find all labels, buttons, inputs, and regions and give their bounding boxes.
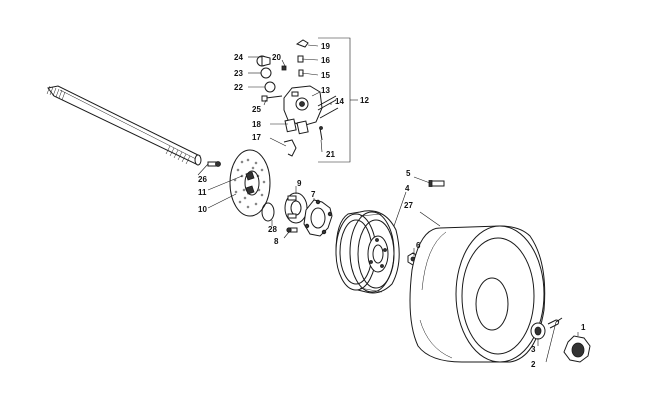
pin-21 bbox=[319, 126, 323, 141]
callout-22: 22 bbox=[234, 83, 243, 92]
o-ring-28 bbox=[261, 202, 275, 222]
bleeder-19 bbox=[295, 39, 309, 48]
hub-cap-1 bbox=[563, 335, 591, 363]
callout-13: 13 bbox=[321, 86, 330, 95]
callout-labels: 1 2 3 4 5 6 7 8 9 10 11 12 13 14 15 16 1… bbox=[198, 42, 586, 369]
seal-23 bbox=[260, 67, 272, 79]
callout-28: 28 bbox=[268, 225, 277, 234]
wheel-rim bbox=[335, 210, 400, 294]
boot-24 bbox=[256, 55, 271, 67]
seal-22 bbox=[264, 81, 276, 93]
callout-11: 11 bbox=[198, 188, 207, 197]
axle-shaft bbox=[46, 85, 202, 166]
callout-21: 21 bbox=[326, 150, 335, 159]
caliper-pins-14 bbox=[317, 95, 339, 119]
wheel-hub-7 bbox=[303, 199, 333, 237]
callout-19: 19 bbox=[321, 42, 330, 51]
pad-spring-17 bbox=[283, 139, 297, 157]
leader-lines bbox=[197, 44, 579, 363]
callout-23: 23 bbox=[234, 69, 243, 78]
cotter-pin-2 bbox=[547, 317, 563, 329]
castle-nut-3 bbox=[530, 322, 546, 340]
callout-5: 5 bbox=[406, 169, 411, 178]
callout-15: 15 bbox=[321, 71, 330, 80]
callout-12: 12 bbox=[360, 96, 369, 105]
caliper-group-bracket bbox=[318, 37, 358, 163]
bolt-26 bbox=[207, 161, 221, 167]
callout-14: 14 bbox=[335, 97, 344, 106]
callout-7: 7 bbox=[311, 190, 316, 199]
callout-3: 3 bbox=[531, 345, 536, 354]
callout-4: 4 bbox=[405, 184, 410, 193]
callout-8: 8 bbox=[274, 237, 279, 246]
callout-27: 27 bbox=[404, 201, 413, 210]
callout-16: 16 bbox=[321, 56, 330, 65]
callout-2: 2 bbox=[531, 360, 536, 369]
callout-20: 20 bbox=[272, 53, 281, 62]
hub-9 bbox=[284, 192, 308, 224]
callout-24: 24 bbox=[234, 53, 243, 62]
callout-6: 6 bbox=[416, 241, 421, 250]
bolt-8 bbox=[286, 227, 298, 233]
bolt-25 bbox=[261, 95, 283, 102]
callout-18: 18 bbox=[252, 120, 261, 129]
callout-17: 17 bbox=[252, 133, 261, 142]
brake-pads-18 bbox=[284, 118, 309, 135]
callout-9: 9 bbox=[297, 179, 302, 188]
brake-disc bbox=[229, 149, 271, 217]
tire bbox=[409, 225, 546, 363]
callout-10: 10 bbox=[198, 205, 207, 214]
valve-stem-5 bbox=[428, 180, 445, 187]
callout-1: 1 bbox=[581, 323, 586, 332]
callout-25: 25 bbox=[252, 105, 261, 114]
callout-26: 26 bbox=[198, 175, 207, 184]
